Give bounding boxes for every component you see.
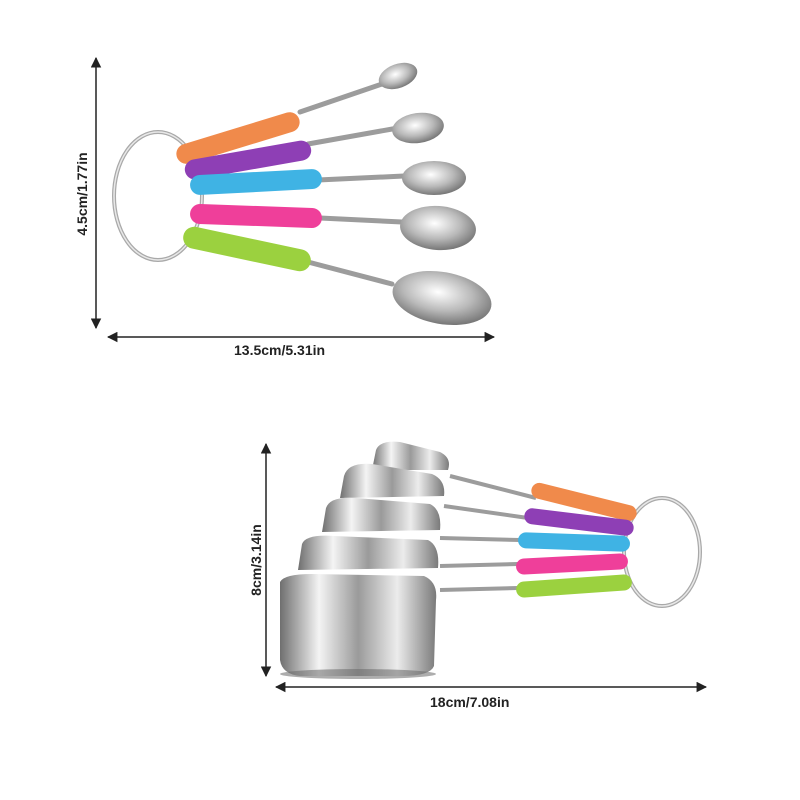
cup-4 xyxy=(298,535,439,570)
spoon-height-label: 4.5cm/1.77in xyxy=(74,152,90,236)
cup-width-label: 18cm/7.08in xyxy=(430,694,510,710)
spoon-5 xyxy=(183,226,492,326)
spoon-width-label: 13.5cm/5.31in xyxy=(234,342,326,358)
measuring-cup-set xyxy=(260,441,708,693)
cup-5 xyxy=(280,574,437,679)
spoon-3 xyxy=(190,161,466,195)
cup-1 xyxy=(372,441,449,470)
cup-2 xyxy=(340,463,445,498)
cup-height-label: 8cm/3.14in xyxy=(248,524,264,596)
cup-handles xyxy=(439,474,637,598)
spoon-2 xyxy=(184,112,444,180)
cup-3 xyxy=(322,497,441,532)
spoon-1 xyxy=(176,62,418,164)
spoon-4 xyxy=(190,204,476,251)
measuring-spoon-set xyxy=(90,56,496,343)
